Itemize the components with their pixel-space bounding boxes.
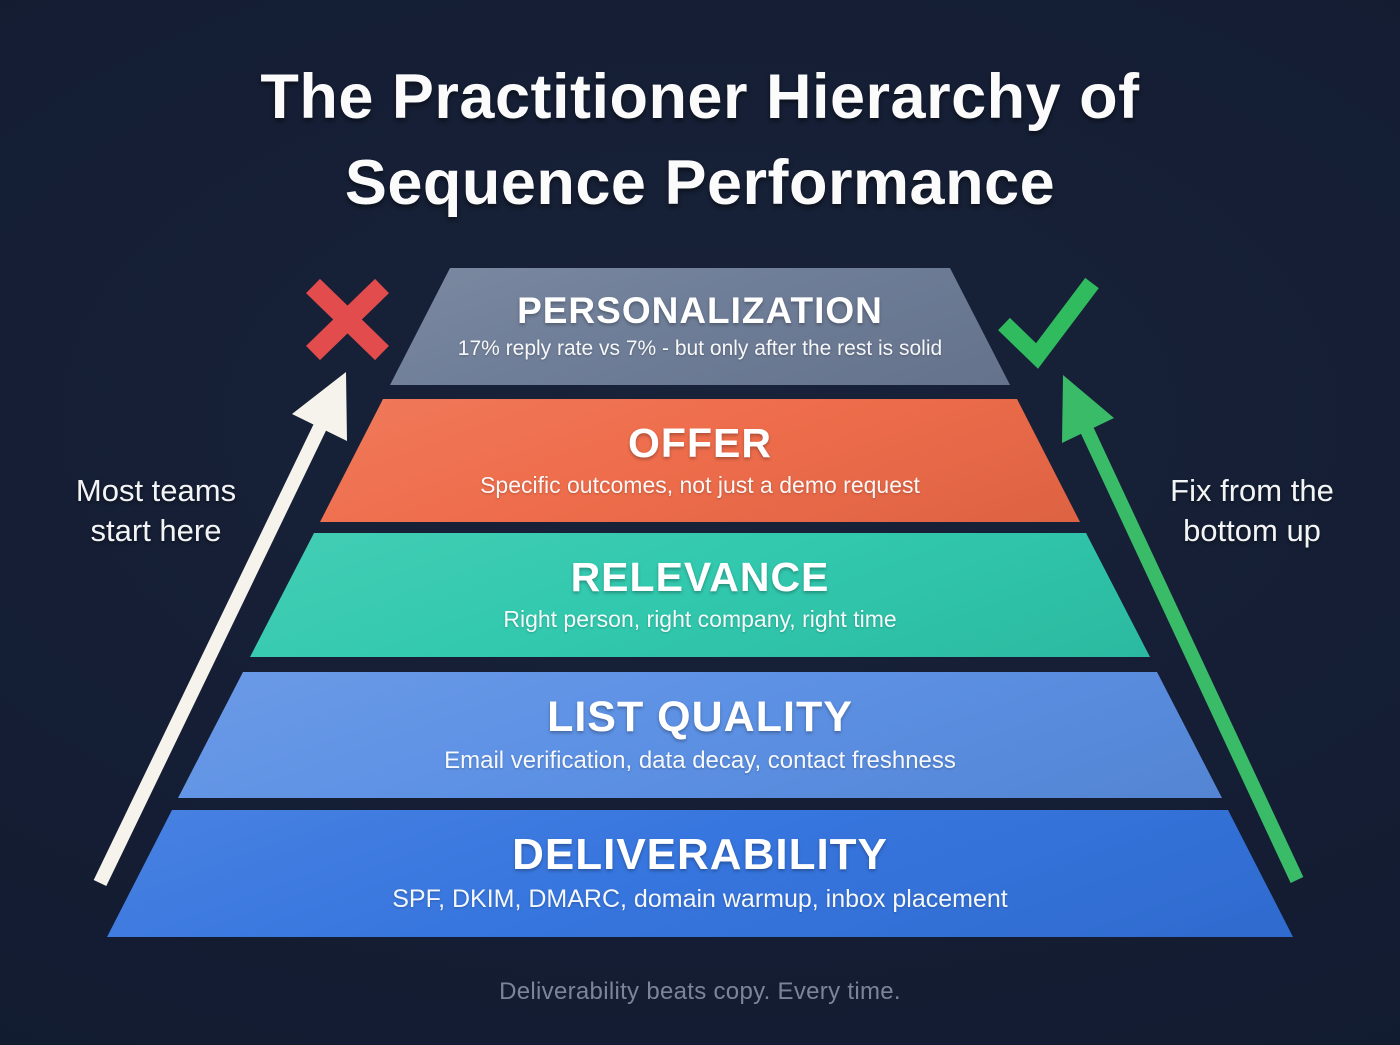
tier-list-quality: LIST QUALITY Email verification, data de… [178,672,1222,798]
annotation-most-teams-start-here: Most teams start here [26,471,286,552]
page-title: The Practitioner Hierarchy of Sequence P… [0,54,1400,227]
tier-deliverability-description: SPF, DKIM, DMARC, domain warmup, inbox p… [392,885,1008,914]
tier-list-quality-description: Email verification, data decay, contact … [444,746,956,774]
annotation-fix-from-bottom-up: Fix from the bottom up [1122,471,1382,552]
tier-relevance: RELEVANCE Right person, right company, r… [250,533,1150,657]
tier-offer-label: OFFER [628,419,772,466]
green-check-icon [998,277,1099,369]
annotation-left-line1: Most teams [75,473,237,508]
red-x-icon [306,278,389,361]
page-title-line2: Sequence Performance [344,148,1056,219]
tier-relevance-label: RELEVANCE [570,554,830,601]
tier-deliverability: DELIVERABILITY SPF, DKIM, DMARC, domain … [107,810,1293,937]
tier-list-quality-label: LIST QUALITY [547,692,853,741]
tier-deliverability-label: DELIVERABILITY [512,830,888,880]
tier-offer: OFFER Specific outcomes, not just a demo… [320,399,1080,522]
tier-offer-description: Specific outcomes, not just a demo reque… [480,471,920,498]
page-title-line1: The Practitioner Hierarchy of [260,62,1140,132]
tier-personalization-label: PERSONALIZATION [517,289,883,331]
annotation-right-line1: Fix from the [1170,473,1334,508]
footer-caption: Deliverability beats copy. Every time. [499,978,901,1005]
tier-personalization-description: 17% reply rate vs 7% - but only after th… [457,336,943,360]
tier-personalization: PERSONALIZATION 17% reply rate vs 7% - b… [390,268,1010,385]
tier-relevance-description: Right person, right company, right time [503,606,897,633]
annotation-left-line2: start here [90,513,222,549]
annotation-right-line2: bottom up [1183,513,1321,549]
